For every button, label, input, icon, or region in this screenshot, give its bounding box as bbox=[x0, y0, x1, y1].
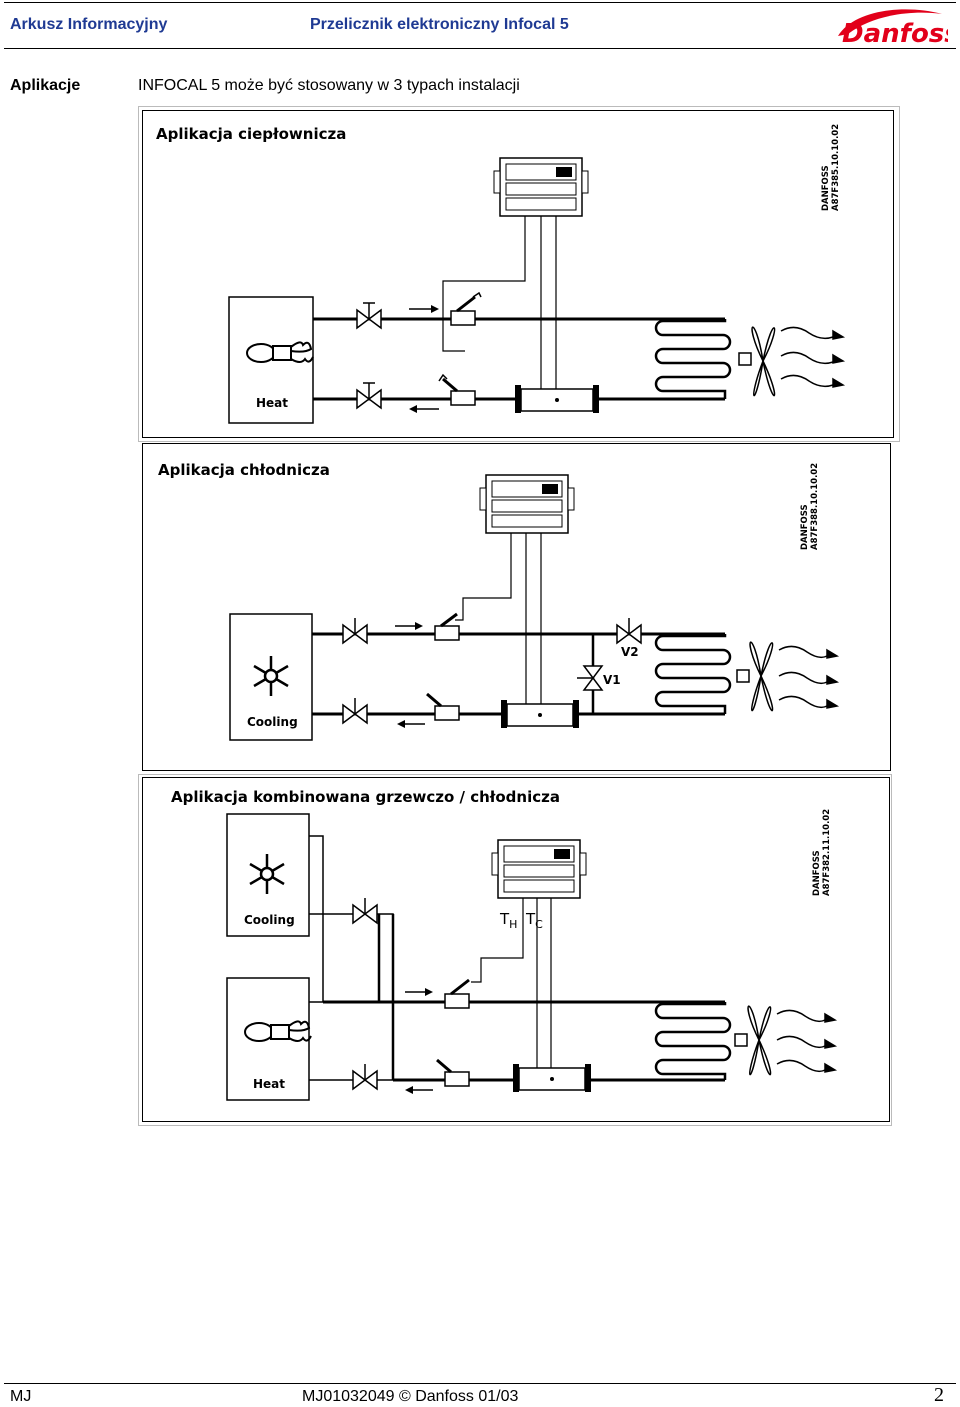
flow-arrow-left-icon bbox=[409, 405, 439, 413]
section-label: Aplikacje bbox=[10, 77, 81, 94]
panel-combined: Aplikacja kombinowana grzewczo / chłodni… bbox=[142, 777, 890, 1122]
ball-valve-icon bbox=[342, 698, 368, 725]
cooling-diagram: DANFOSS A87F388.10.10.02 Cooling V2 V1 bbox=[229, 463, 840, 741]
airflow-icon bbox=[780, 326, 846, 388]
flow-arrow-right-icon bbox=[405, 988, 433, 996]
flow-arrow-left-icon bbox=[405, 1086, 433, 1094]
footer-doc-ref: MJ01032049 © Danfoss 01/03 bbox=[302, 1388, 519, 1405]
document-title: Przelicznik elektroniczny Infocal 5 bbox=[310, 16, 569, 33]
source-label-cooling: Cooling bbox=[244, 913, 295, 927]
document-type: Arkusz Informacyjny bbox=[10, 16, 168, 33]
panel-combined-frame bbox=[138, 774, 892, 1126]
snowflake-icon bbox=[249, 854, 285, 894]
flame-icon bbox=[246, 341, 314, 363]
danfoss-logo: Danfoss bbox=[838, 9, 948, 48]
panel-heating: Aplikacja ciepłownicza DANFOSS A87F385.1… bbox=[142, 110, 894, 438]
page-number: 2 bbox=[934, 1384, 944, 1406]
code-label: DANFOSS A87F385.10.10.02 bbox=[821, 124, 841, 211]
svg-text:Danfoss: Danfoss bbox=[842, 19, 948, 48]
temperature-sensor-icon bbox=[450, 291, 482, 326]
panel-heating-frame bbox=[138, 106, 900, 442]
airflow-icon bbox=[778, 645, 840, 709]
source-label: Heat bbox=[256, 396, 288, 410]
flow-meter-icon bbox=[513, 1064, 591, 1092]
flow-arrow-right-icon bbox=[409, 305, 439, 313]
code-number: A87F388.10.10.02 bbox=[810, 463, 820, 550]
panel-title: Aplikacja kombinowana grzewczo / chłodni… bbox=[171, 788, 560, 806]
valve-v2-icon bbox=[616, 618, 642, 645]
flow-arrow-left-icon bbox=[397, 720, 425, 728]
code-label: DANFOSS A87F382.11.10.02 bbox=[812, 809, 832, 896]
code-brand: DANFOSS bbox=[821, 165, 831, 211]
ball-valve-icon bbox=[352, 898, 378, 925]
temperature-sensor-icon bbox=[426, 692, 460, 721]
calculator-unit-icon bbox=[493, 157, 589, 217]
combined-diagram: DANFOSS A87F382.11.10.02 TH TC Cooling bbox=[226, 809, 838, 1101]
code-label: DANFOSS A87F388.10.10.02 bbox=[800, 463, 820, 550]
snowflake-icon bbox=[253, 656, 289, 696]
heating-diagram: DANFOSS A87F385.10.10.02 Heat bbox=[228, 124, 846, 424]
sensor-tc-label: TC bbox=[525, 910, 543, 931]
panel-cooling: Aplikacja chłodnicza DANFOSS A87F388.10.… bbox=[142, 443, 891, 771]
code-number: A87F385.10.10.02 bbox=[831, 124, 841, 211]
panel-title: Aplikacja ciepłownicza bbox=[156, 125, 347, 143]
ball-valve-icon bbox=[356, 302, 382, 330]
flow-meter-icon bbox=[515, 385, 599, 413]
flow-arrow-right-icon bbox=[395, 622, 423, 630]
footer-author: MJ bbox=[10, 1388, 32, 1405]
flow-meter-icon bbox=[501, 700, 579, 728]
calculator-unit-icon bbox=[491, 839, 587, 899]
temperature-sensor-icon bbox=[434, 612, 460, 641]
temperature-sensor-icon bbox=[444, 978, 470, 1009]
footer-rule bbox=[4, 1383, 956, 1384]
flame-icon bbox=[244, 1020, 312, 1042]
page-header: Arkusz Informacyjny Przelicznik elektron… bbox=[0, 0, 960, 50]
code-brand: DANFOSS bbox=[800, 504, 810, 550]
header-rule bbox=[4, 48, 956, 49]
ball-valve-icon bbox=[342, 618, 368, 645]
calculator-unit-icon bbox=[479, 474, 575, 534]
code-number: A87F382.11.10.02 bbox=[822, 809, 832, 896]
section-intro: INFOCAL 5 może być stosowany w 3 typach … bbox=[138, 77, 520, 94]
airflow-icon bbox=[776, 1009, 838, 1073]
ball-valve-icon bbox=[356, 382, 382, 410]
fan-icon bbox=[736, 641, 774, 712]
temperature-sensor-icon bbox=[438, 373, 476, 406]
valve-v1-label: V1 bbox=[603, 673, 621, 687]
valve-v2-label: V2 bbox=[621, 645, 639, 659]
source-label-heat: Heat bbox=[253, 1077, 285, 1091]
fan-icon bbox=[734, 1005, 772, 1076]
panel-title: Aplikacja chłodnicza bbox=[158, 461, 330, 479]
temperature-sensor-icon bbox=[436, 1058, 470, 1087]
header-top-rule bbox=[4, 2, 956, 3]
sensor-th-label: TH bbox=[499, 910, 517, 931]
source-label: Cooling bbox=[247, 715, 298, 729]
code-brand: DANFOSS bbox=[812, 850, 822, 896]
fan-icon bbox=[738, 326, 776, 397]
valve-v1-icon bbox=[577, 665, 604, 691]
ball-valve-icon bbox=[352, 1064, 378, 1091]
